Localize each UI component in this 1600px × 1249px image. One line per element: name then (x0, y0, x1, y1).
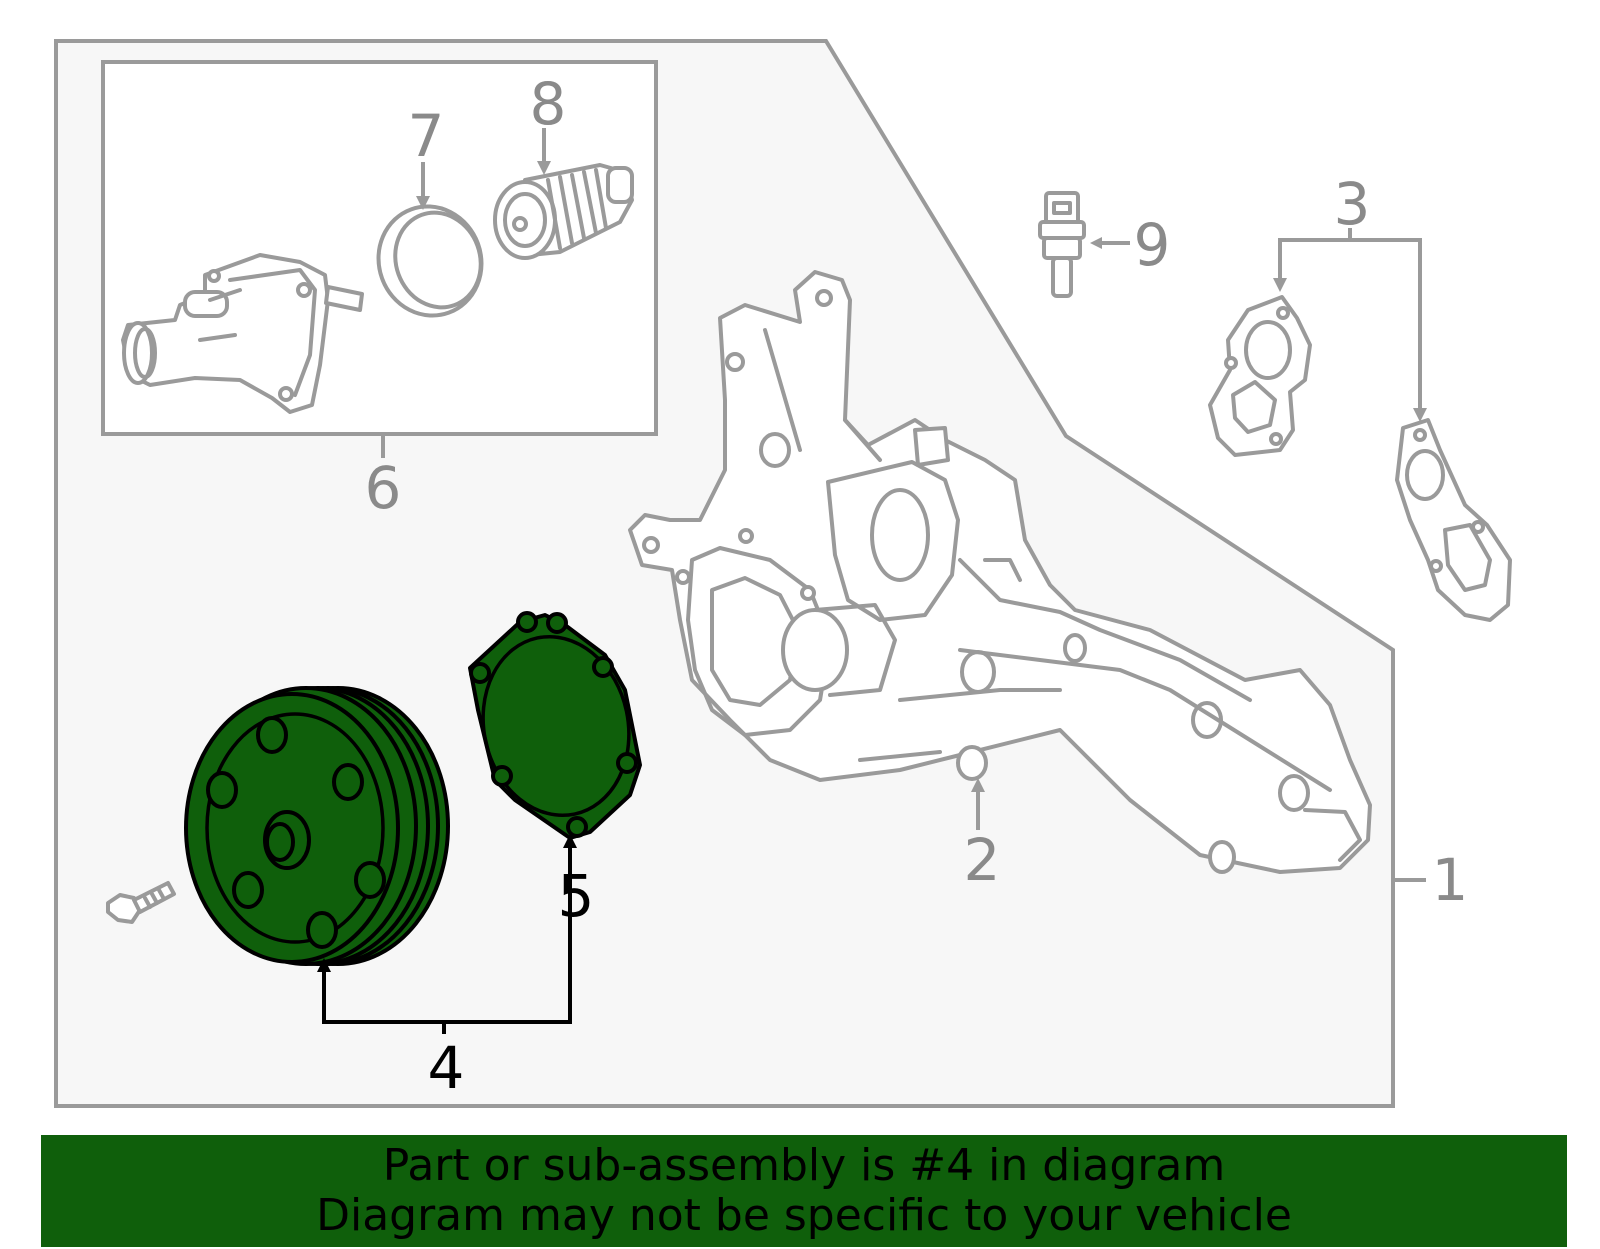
gasket-upper[interactable] (1208, 295, 1312, 457)
thermostat[interactable] (493, 163, 634, 260)
callout-9: 9 (1134, 211, 1171, 279)
callout-5: 5 (558, 862, 595, 930)
water-pump-pulley-highlighted[interactable] (184, 686, 450, 966)
thermostat-housing[interactable] (121, 253, 364, 414)
callout-3: 3 (1334, 170, 1371, 238)
callout-6: 6 (365, 454, 402, 522)
gasket-lower[interactable] (1395, 418, 1512, 622)
callout-8: 8 (530, 70, 567, 138)
temperature-sensor[interactable] (1038, 191, 1086, 298)
thermostat-gasket-ring[interactable] (363, 192, 496, 330)
callout-4: 4 (428, 1034, 465, 1102)
callout-7: 7 (408, 102, 445, 170)
water-pump-housing[interactable] (628, 270, 1372, 874)
info-banner: Part or sub-assembly is #4 in diagram Di… (41, 1135, 1567, 1247)
water-pump-gasket-highlighted[interactable] (467, 611, 645, 840)
bolt[interactable] (106, 881, 176, 924)
banner-line-part-number: Part or sub-assembly is #4 in diagram (382, 1140, 1226, 1191)
callout-2: 2 (964, 826, 1001, 894)
banner-line-disclaimer: Diagram may not be specific to your vehi… (316, 1190, 1292, 1241)
callout-1: 1 (1432, 846, 1469, 914)
